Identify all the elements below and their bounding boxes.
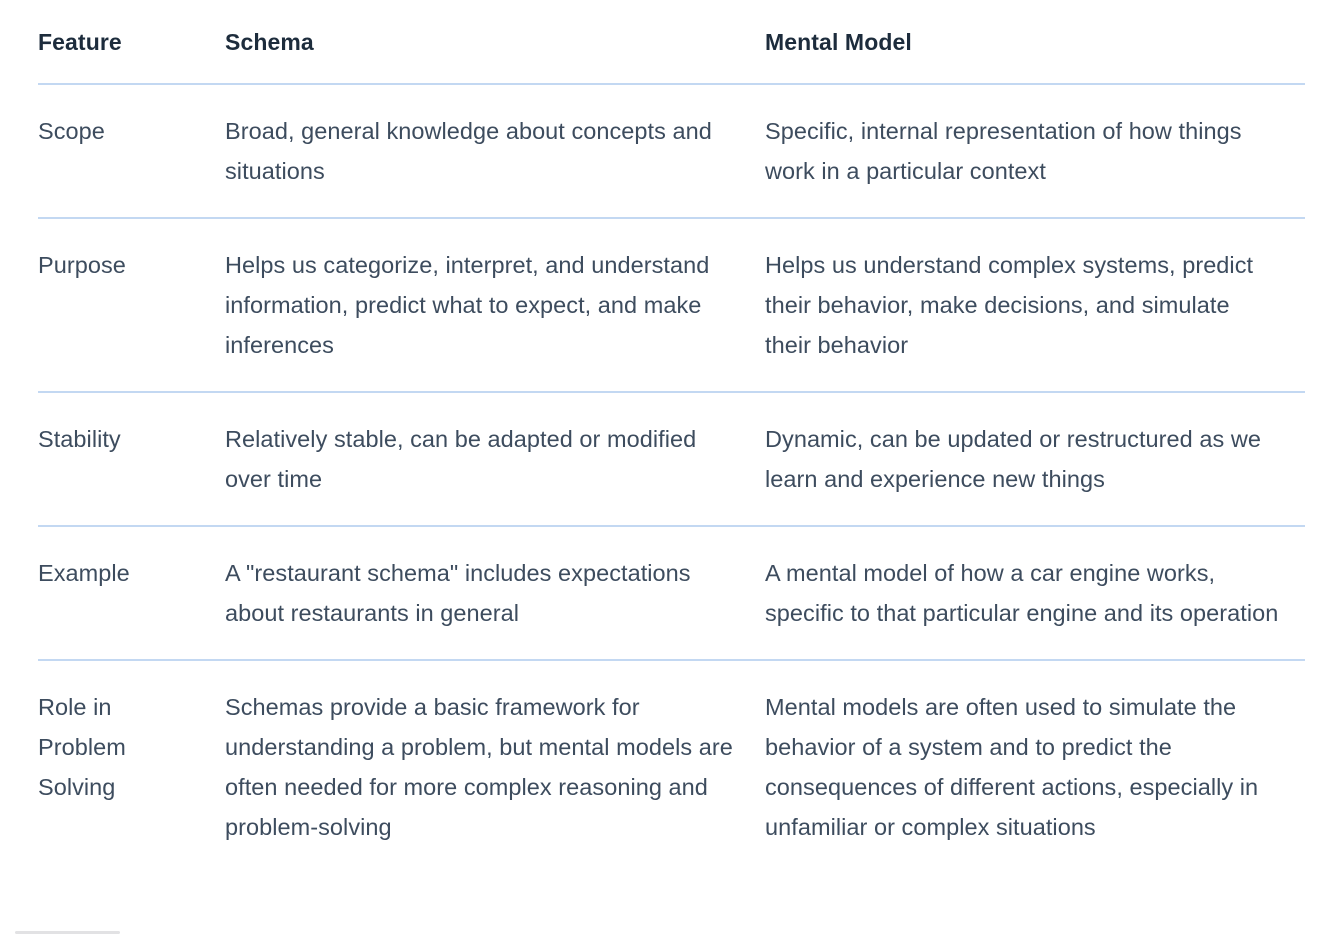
cell-feature-stability: Stability [38,391,225,527]
cell-schema-example: A "restaurant schema" includes expectati… [225,525,765,661]
table-header: Feature Schema Mental Model [38,0,1305,85]
table-row: Stability Relatively stable, can be adap… [38,391,1305,527]
cell-mental-model-example: A mental model of how a car engine works… [765,525,1305,661]
cell-feature-example: Example [38,525,225,661]
table-row: Example A "restaurant schema" includes e… [38,525,1305,661]
table-body: Scope Broad, general knowledge about con… [38,83,1305,873]
table-row: Role in Problem Solving Schemas provide … [38,660,1305,873]
column-header-feature: Feature [38,0,225,85]
column-header-mental-model: Mental Model [765,0,1305,85]
cell-mental-model-purpose: Helps us understand complex systems, pre… [765,217,1305,393]
column-header-schema: Schema [225,0,765,85]
cell-feature-role-in-problem-solving: Role in Problem Solving [38,693,126,800]
table-header-row: Feature Schema Mental Model [38,0,1305,85]
cell-mental-model-scope: Specific, internal representation of how… [765,83,1305,219]
cell-mental-model-stability: Dynamic, can be updated or restructured … [765,391,1305,527]
cell-schema-role-in-problem-solving: Schemas provide a basic framework for un… [225,693,733,840]
bottom-divider-rule [15,931,120,934]
cell-feature-purpose: Purpose [38,217,225,393]
schema-vs-mental-model-table: Feature Schema Mental Model Scope Broad,… [38,0,1305,873]
comparison-table-container: Feature Schema Mental Model Scope Broad,… [38,0,1305,873]
table-row: Purpose Helps us categorize, interpret, … [38,217,1305,393]
cell-schema-stability: Relatively stable, can be adapted or mod… [225,391,765,527]
cell-schema-purpose: Helps us categorize, interpret, and unde… [225,217,765,393]
cell-feature-scope: Scope [38,83,225,219]
table-row: Scope Broad, general knowledge about con… [38,83,1305,219]
cell-mental-model-role-in-problem-solving: Mental models are often used to simulate… [765,693,1259,840]
cell-schema-scope: Broad, general knowledge about concepts … [225,83,765,219]
